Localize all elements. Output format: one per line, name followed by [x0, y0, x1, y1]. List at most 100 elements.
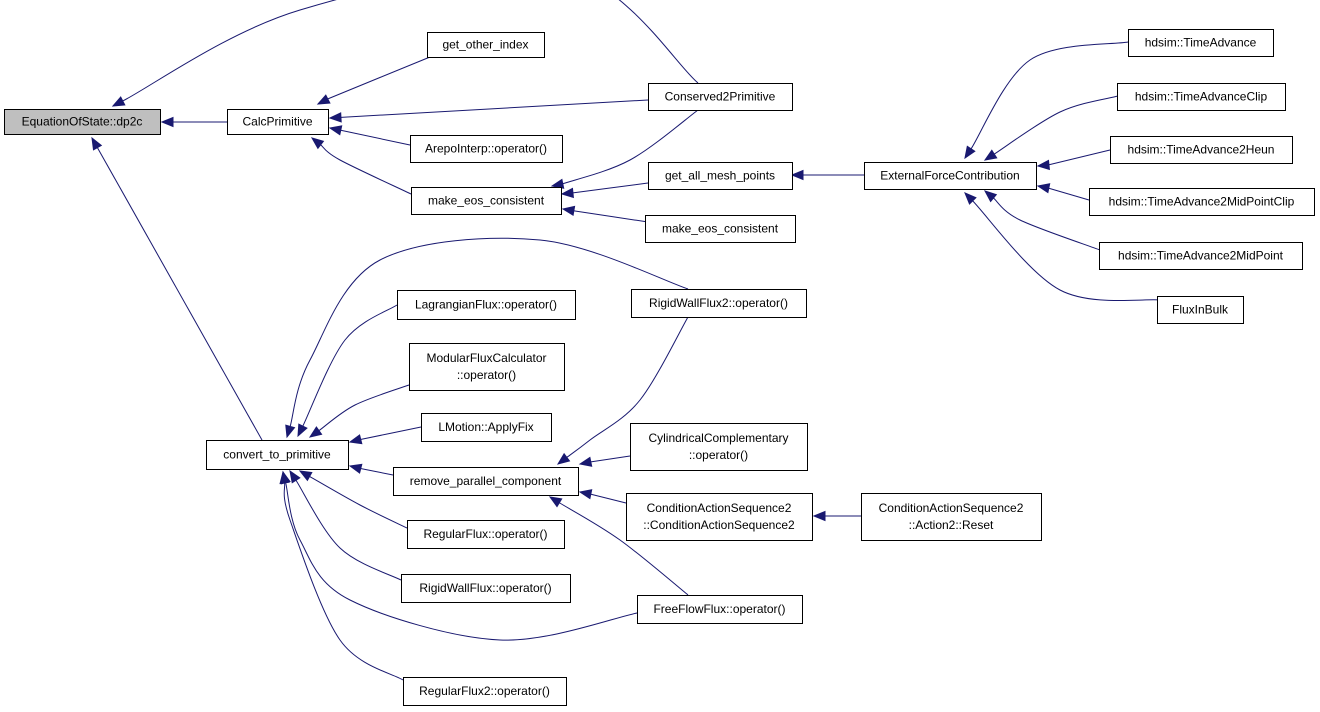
node-remove[interactable]: remove_parallel_component — [393, 467, 579, 496]
edge-tac-to-external — [983, 95, 1119, 161]
arrowhead-icon — [348, 463, 363, 474]
edge-line — [122, 0, 699, 102]
edge-rigidwall2-to-convert — [280, 470, 638, 641]
node-calcprimitive[interactable]: CalcPrimitive — [227, 109, 329, 135]
node-external[interactable]: ExternalForceContribution — [864, 162, 1037, 190]
arrowhead-icon — [983, 149, 998, 161]
node-regular[interactable]: RegularFlux::operator() — [407, 520, 565, 549]
node-box — [1157, 296, 1244, 324]
edge-line — [340, 99, 649, 118]
node-box — [393, 467, 579, 496]
arrowhead-icon — [790, 169, 804, 181]
node-modular[interactable]: ModularFluxCalculator::operator() — [409, 343, 565, 391]
node-label: remove_parallel_component — [410, 474, 562, 488]
edge-regular2-to-convert — [289, 469, 402, 581]
node-label: make_eos_consistent — [662, 222, 779, 236]
node-cylindrical[interactable]: CylindricalComplementary::operator() — [630, 423, 808, 471]
node-box — [631, 289, 807, 318]
nodes-layer: EquationOfState::dp2c CalcPrimitive get_ot… — [4, 29, 1315, 706]
node-label: convert_to_primitive — [223, 448, 331, 462]
node-rigidwall2[interactable]: RigidWallFlux2::operator() — [631, 289, 807, 318]
node-label: ::operator() — [457, 368, 516, 382]
edge-line — [970, 41, 1129, 150]
node-ta2h[interactable]: hdsim::TimeAdvance2Heun — [1110, 136, 1293, 164]
node-label: ConditionActionSequence2 — [879, 501, 1024, 515]
edge-conserved2primitive-to-dp2c — [111, 0, 699, 107]
node-label: FluxInBulk — [1172, 303, 1229, 317]
edge-line — [566, 316, 689, 458]
edge-ta2mp-to-external — [983, 190, 1101, 251]
edge-rigidwall2-to-remove — [556, 316, 689, 465]
node-label: ExternalForceContribution — [880, 169, 1019, 183]
node-get-all-mesh[interactable]: get_all_mesh_points — [648, 162, 793, 190]
edge-calcprimitive-to-dp2c — [160, 116, 227, 128]
edge-cas2-to-remove — [578, 489, 627, 504]
node-fluxinbulk[interactable]: FluxInBulk — [1157, 296, 1244, 324]
edge-line — [566, 182, 649, 195]
arrowhead-icon — [91, 136, 103, 151]
node-dp2c[interactable]: EquationOfState::dp2c — [4, 109, 161, 135]
node-label: hdsim::TimeAdvance2Heun — [1128, 143, 1275, 157]
node-ta2mpc[interactable]: hdsim::TimeAdvance2MidPointClip — [1089, 188, 1315, 216]
arrowhead-icon — [310, 137, 325, 150]
node-label: LMotion::ApplyFix — [438, 420, 533, 434]
arrowhead-icon — [1036, 159, 1050, 171]
node-box — [1089, 188, 1315, 216]
node-rigidwall[interactable]: RigidWallFlux::operator() — [401, 574, 571, 603]
node-arepo[interactable]: ArepoInterp::operator() — [410, 135, 563, 163]
node-label: FreeFlowFlux::operator() — [653, 602, 785, 616]
node-cas2reset[interactable]: ConditionActionSequence2::Action2::Reset — [861, 493, 1042, 541]
edge-line — [586, 455, 631, 463]
node-lagrangian[interactable]: LagrangianFlux::operator() — [397, 290, 576, 320]
edge-regular-to-convert — [348, 463, 394, 476]
edge-freeflow-to-convert — [279, 470, 404, 681]
node-label: ::ConditionActionSequence2 — [643, 518, 795, 532]
node-conserved2primitive[interactable]: Conserved2Primitive — [648, 83, 793, 111]
node-make-eos-2[interactable]: make_eos_consistent — [645, 215, 796, 243]
node-label: ::operator() — [689, 448, 748, 462]
node-lmotion[interactable]: LMotion::ApplyFix — [421, 413, 552, 442]
node-tac[interactable]: hdsim::TimeAdvanceClip — [1117, 83, 1286, 111]
arrowhead-icon — [578, 456, 593, 467]
edge-get_other_index-to-calcprimitive — [316, 56, 431, 105]
node-label: ArepoInterp::operator() — [425, 142, 547, 156]
arrowhead-icon — [308, 426, 323, 438]
edge-conserved2primitive-to-calcprimitive — [328, 99, 649, 123]
edge-line — [587, 492, 627, 504]
node-get-other-index[interactable]: get_other_index — [427, 32, 545, 58]
node-box — [1128, 29, 1274, 57]
node-label: EquationOfState::dp2c — [22, 115, 143, 129]
node-box — [421, 413, 552, 442]
edge-lagrangian-to-convert — [285, 237, 689, 439]
node-ta2mp[interactable]: hdsim::TimeAdvance2MidPoint — [1099, 242, 1303, 270]
node-freeflow[interactable]: FreeFlowFlux::operator() — [637, 595, 803, 624]
edge-fluxinbulk-to-external — [964, 192, 1161, 302]
arrowhead-icon — [983, 190, 998, 203]
arrowhead-icon — [964, 145, 976, 160]
node-make-eos-1[interactable]: make_eos_consistent — [411, 187, 562, 215]
node-regular2[interactable]: RegularFlux2::operator() — [403, 677, 567, 706]
arrowhead-icon — [289, 469, 301, 484]
node-box — [648, 83, 793, 111]
arrowhead-icon — [111, 96, 126, 107]
edge-modular-to-convert — [297, 304, 398, 438]
edge-line — [302, 304, 398, 427]
arrowhead-icon — [550, 178, 565, 189]
arrowhead-icon — [964, 192, 977, 205]
node-box — [626, 493, 813, 541]
node-box — [427, 32, 545, 58]
node-cas2[interactable]: ConditionActionSequence2::ConditionActio… — [626, 493, 813, 541]
edge-line — [972, 200, 1161, 302]
node-box — [397, 290, 576, 320]
node-label: RigidWallFlux2::operator() — [649, 296, 788, 310]
arrowhead-icon — [328, 125, 343, 136]
arrowhead-icon — [560, 187, 574, 199]
node-ta[interactable]: hdsim::TimeAdvance — [1128, 29, 1274, 57]
edge-get_all_mesh-to-make_eos_1 — [560, 182, 649, 199]
node-box — [1117, 83, 1286, 111]
edge-make_eos_2-to-make_eos_1 — [561, 205, 649, 223]
arrowhead-icon — [348, 434, 363, 445]
arrowhead-icon — [285, 424, 296, 439]
node-convert[interactable]: convert_to_primitive — [206, 440, 349, 470]
edge-ta-to-external — [964, 41, 1129, 160]
